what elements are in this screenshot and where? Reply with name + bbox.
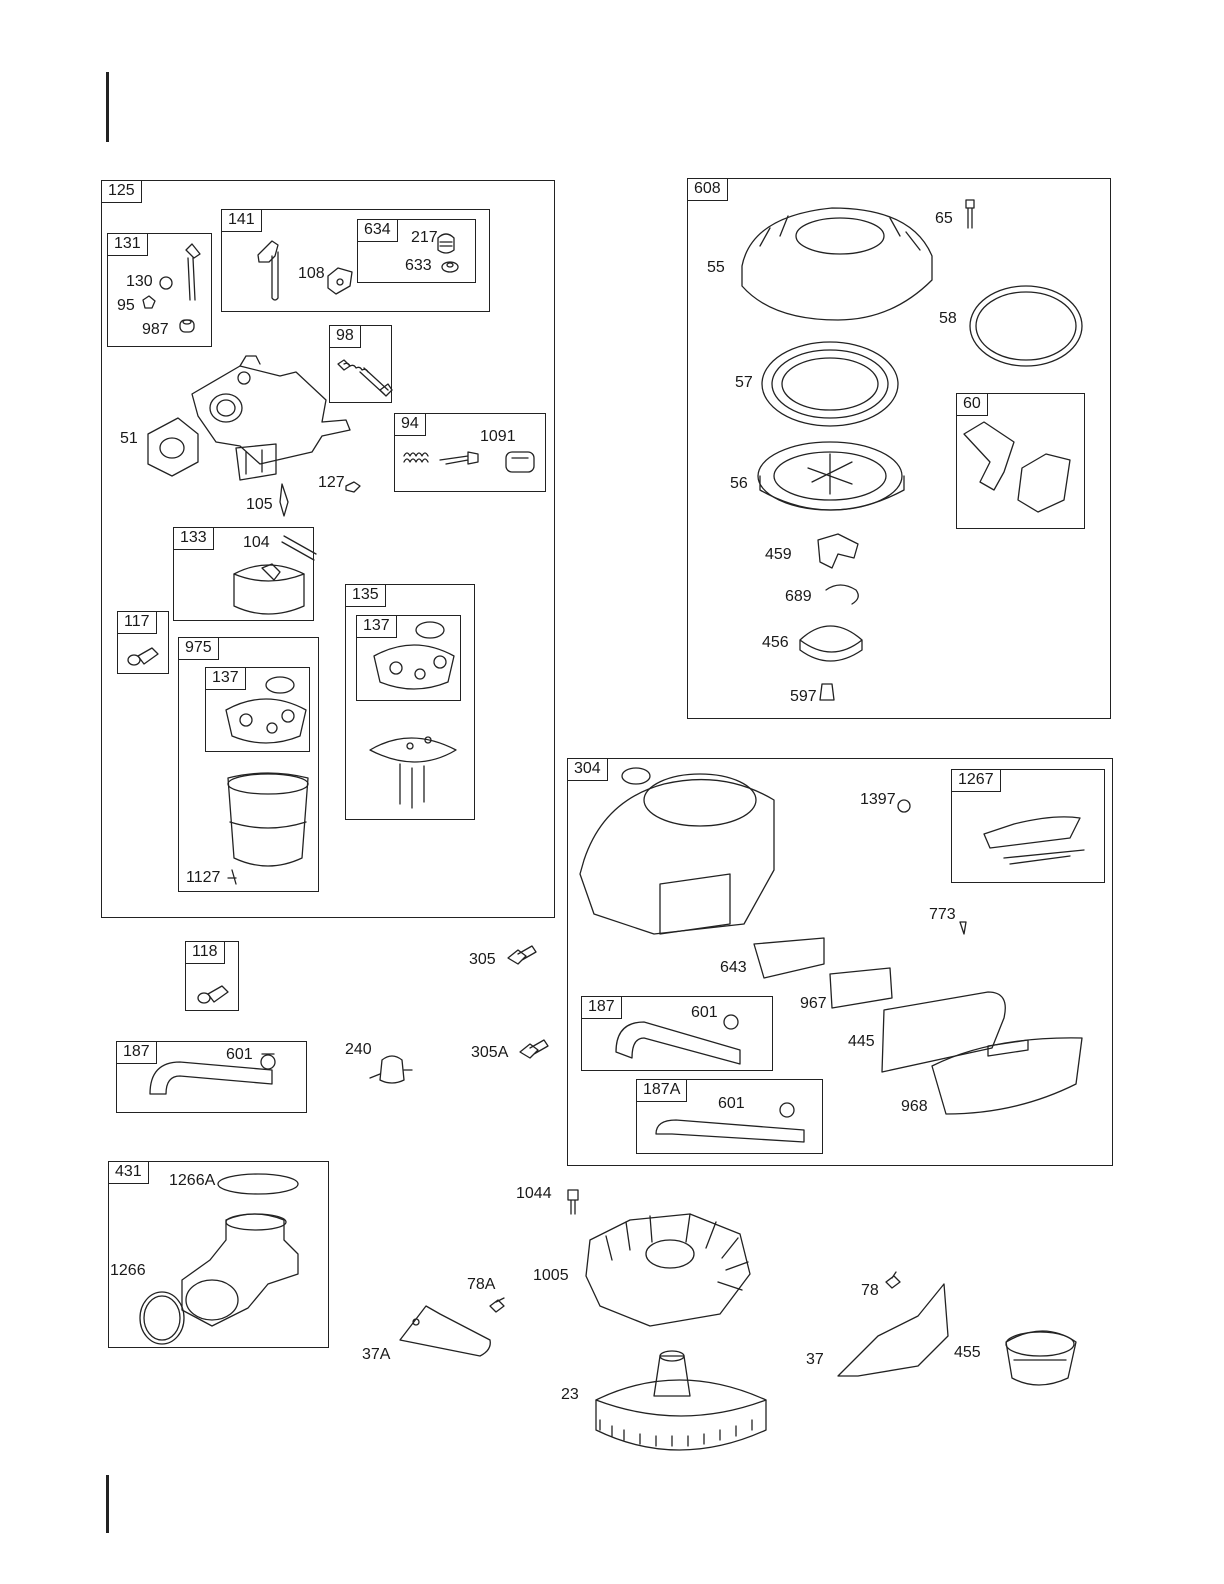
intake-elbow <box>140 1174 298 1344</box>
part-label-127: 127 <box>318 474 345 492</box>
part-label-601-a: 601 <box>226 1046 253 1064</box>
part-label-56: 56 <box>730 475 748 493</box>
blower-housing <box>580 768 1084 1142</box>
fitting-118 <box>198 986 228 1003</box>
carburetor <box>148 356 360 516</box>
part-label-37: 37 <box>806 1351 824 1369</box>
fan-and-flywheel <box>568 1190 766 1450</box>
float-bowl-975 <box>226 677 308 884</box>
part-label-130: 130 <box>126 273 153 291</box>
part-label-104: 104 <box>243 534 270 552</box>
part-label-1127: 1127 <box>186 869 220 887</box>
part-label-643: 643 <box>720 959 747 977</box>
part-label-1266: 1266 <box>110 1262 146 1280</box>
part-label-967: 967 <box>800 995 827 1013</box>
idle-screw <box>338 360 392 396</box>
mixture-screw-and-solenoid <box>404 452 534 472</box>
part-label-601-b: 601 <box>691 1004 718 1022</box>
part-label-217: 217 <box>411 229 438 247</box>
part-label-633: 633 <box>405 257 432 275</box>
part-label-597: 597 <box>790 688 817 706</box>
part-label-459: 459 <box>765 546 792 564</box>
part-label-445: 445 <box>848 1033 875 1051</box>
part-label-456: 456 <box>762 634 789 652</box>
float-bowl-135 <box>370 622 456 808</box>
part-label-305A: 305A <box>471 1044 508 1062</box>
part-label-305: 305 <box>469 951 496 969</box>
part-label-1397: 1397 <box>860 791 896 809</box>
part-label-108: 108 <box>298 265 325 283</box>
part-label-55: 55 <box>707 259 725 277</box>
part-label-23: 23 <box>561 1386 579 1404</box>
part-label-37A: 37A <box>362 1346 390 1364</box>
part-label-455: 455 <box>954 1344 981 1362</box>
part-label-58: 58 <box>939 310 957 328</box>
part-label-57: 57 <box>735 374 753 392</box>
spring-and-seal <box>438 234 458 272</box>
part-label-773: 773 <box>929 906 956 924</box>
part-label-1044: 1044 <box>516 1185 552 1203</box>
bracket-37A <box>400 1298 504 1356</box>
part-label-78A: 78A <box>467 1276 495 1294</box>
part-label-105: 105 <box>246 496 273 514</box>
rewind-starter <box>742 200 1082 700</box>
part-label-65: 65 <box>935 210 953 228</box>
part-label-987: 987 <box>142 321 169 339</box>
part-label-689: 689 <box>785 588 812 606</box>
screws-and-filter <box>370 946 548 1083</box>
part-label-95: 95 <box>117 297 135 315</box>
part-label-601-c: 601 <box>718 1095 745 1113</box>
fuel-line-187-a <box>150 1054 275 1094</box>
fitting-117 <box>128 648 158 665</box>
part-label-968: 968 <box>901 1098 928 1116</box>
part-label-51: 51 <box>120 430 138 448</box>
part-label-1091: 1091 <box>480 428 516 446</box>
part-label-1005: 1005 <box>533 1267 569 1285</box>
part-label-240: 240 <box>345 1041 372 1059</box>
part-label-1266A: 1266A <box>169 1172 215 1190</box>
part-label-78: 78 <box>861 1282 879 1300</box>
